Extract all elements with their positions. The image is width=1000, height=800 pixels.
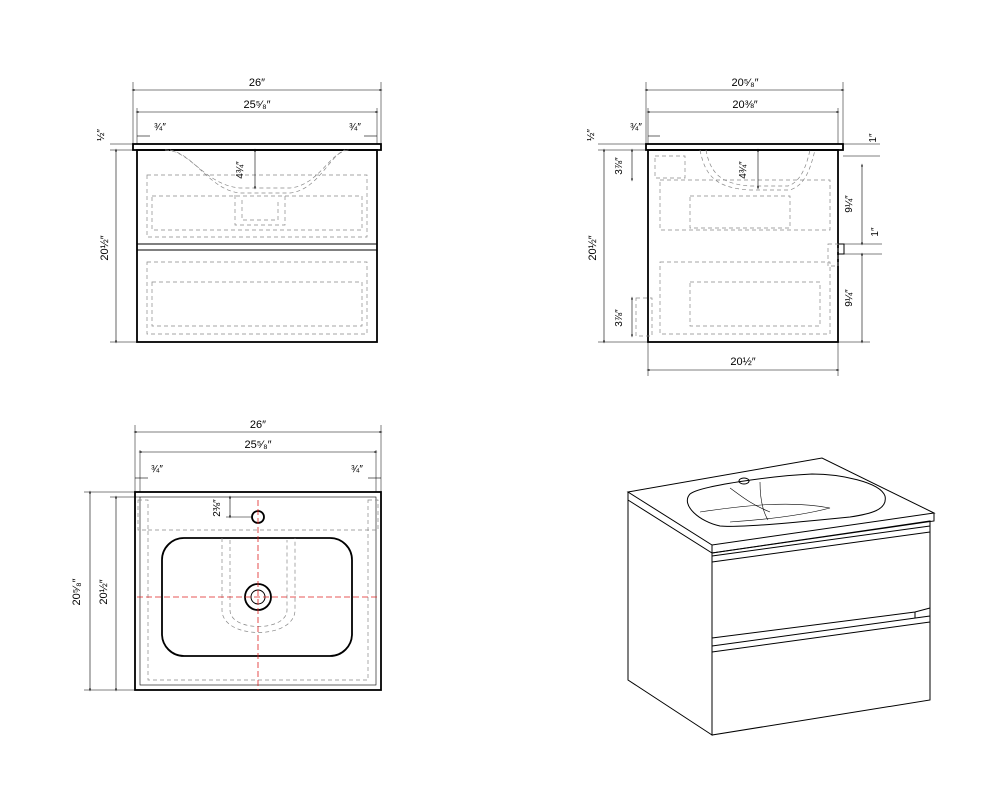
side-top-thickness-label: ½″ (586, 129, 597, 141)
front-side-right-label: ¾″ (349, 122, 361, 133)
front-drain-hidden (234, 195, 286, 226)
front-view: 26″ 25⁵⁄₈″ ¾″ ¾″ ½″ 4¾″ 20½″ (96, 77, 383, 344)
side-bracket-hardware (654, 155, 686, 179)
iso-countertop-edge (627, 492, 935, 554)
front-lower-drawer-hidden (151, 281, 363, 327)
front-height-label: 20½″ (99, 235, 111, 260)
top-trap-hidden (221, 538, 296, 633)
side-upper-drawer-label: 9¼″ (843, 195, 855, 213)
side-wall-bracket (837, 243, 845, 255)
front-width-overall-label: 26″ (249, 77, 265, 89)
front-side-left-label: ¾″ (154, 122, 166, 133)
iso-tap-hole (738, 477, 750, 485)
side-right-gap-label: 1″ (868, 133, 879, 143)
front-basin-hidden (164, 149, 351, 189)
side-lower-drawer-hidden (689, 281, 821, 327)
front-upper-drawer-hidden (151, 195, 363, 231)
top-tap-offset-label: 2⅜″ (212, 499, 223, 517)
front-width-inner-label: 25⁵⁄₈″ (243, 99, 270, 111)
top-side-left-label: ¾″ (151, 464, 163, 475)
side-mid-gap-label: 1″ (870, 227, 881, 237)
side-lower-drawer-label: 9¼″ (843, 289, 855, 307)
side-height-label: 20½″ (587, 235, 599, 260)
side-depth-inner-label: 20⅜″ (732, 99, 757, 111)
front-cabinet (136, 149, 378, 343)
front-basin-depth-label: 4¾″ (235, 161, 246, 179)
iso-cabinet-side (627, 500, 713, 736)
top-depth-inner-label: 20½″ (98, 579, 110, 604)
front-top-thickness-label: ½″ (96, 129, 107, 141)
top-depth-overall-label: 20⁵⁄₈″ (71, 578, 83, 605)
iso-cabinet-front (711, 520, 931, 736)
side-bracket-top-label: 3⅞″ (614, 157, 625, 175)
iso-lower-drawer-lip (711, 621, 931, 653)
side-view: 20⁵⁄₈″ 20⅜″ ¾″ ½″ 1″ 3⅞″ 4¾″ 9¼″ 1″ 9¼″ … (586, 77, 882, 376)
top-basin (161, 537, 353, 657)
side-basin-depth-label: 4¾″ (738, 161, 749, 179)
top-side-right-label: ¾″ (351, 464, 363, 475)
iso-upper-drawer-lip (711, 525, 931, 563)
side-front-inset-label: ¾″ (630, 122, 642, 133)
top-width-inner-label: 25⁵⁄₈″ (244, 439, 271, 451)
iso-basin (687, 473, 886, 527)
side-basin-hidden (699, 149, 816, 191)
isometric-view (626, 457, 936, 736)
side-bottom-depth-label: 20½″ (730, 356, 755, 368)
side-depth-overall-label: 20⁵⁄₈″ (731, 77, 758, 89)
top-view: 26″ 25⁵⁄₈″ ¾″ ¾″ 2⅜″ 20⁵⁄₈″ 20½″ (71, 419, 383, 692)
top-width-overall-label: 26″ (250, 419, 266, 431)
side-bracket-bottom-label: 3⅞″ (614, 309, 625, 327)
